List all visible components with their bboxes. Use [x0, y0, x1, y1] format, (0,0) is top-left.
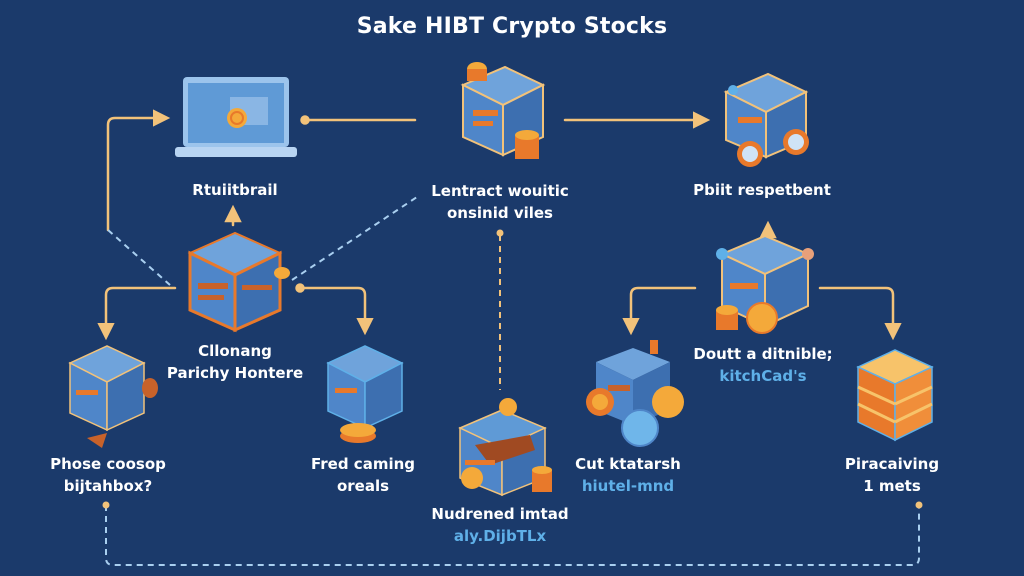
connector-dot	[496, 229, 504, 237]
node-label: Pbiit respetbent	[693, 179, 831, 201]
node-bottom-mid-right	[578, 340, 688, 450]
node-bottom-center	[450, 390, 555, 500]
connector-midleft-to-bottommidleft	[298, 286, 374, 336]
connector-left-loop-to-laptop	[106, 109, 171, 232]
node-top-right	[718, 62, 813, 172]
node-label-line: Parichy Hontere	[166, 364, 304, 382]
node-label-line: oreals	[336, 477, 390, 495]
node-bottom-left	[62, 338, 162, 448]
node-label: Cllonang Parichy Hontere	[167, 340, 303, 384]
node-laptop	[175, 75, 297, 160]
crypto-cube-coins-icon	[716, 234, 814, 334]
crypto-cube-coins-icon	[326, 345, 404, 443]
crypto-cube-treasure-icon	[458, 398, 552, 497]
node-label-line: Cut ktatarsh	[575, 455, 681, 473]
node-label: Fred caming oreals	[311, 453, 415, 497]
node-label-line: Phose coosop	[50, 455, 166, 473]
node-label-line: Fred caming	[310, 455, 416, 473]
connector-dot	[300, 115, 310, 125]
node-label-line: 1 mets	[863, 477, 921, 495]
node-sublabel: kitchCad's	[719, 367, 807, 385]
node-sublabel: hiutel-mnd	[581, 477, 675, 495]
crypto-cube-wheels-icon	[586, 340, 684, 447]
connector-midright-to-bottommidright	[622, 286, 697, 336]
node-label-line: Nudrened imtad	[431, 505, 569, 523]
node-bottom-right	[850, 342, 940, 447]
connector-dot	[295, 283, 305, 293]
node-label-line: onsinid viles	[446, 204, 553, 222]
laptop-coin-icon	[175, 77, 297, 157]
node-label-line: Doutt a ditnible;	[693, 345, 833, 363]
node-bottom-mid-left	[320, 338, 410, 448]
dashed-bottom-loop	[105, 505, 920, 566]
node-label: Nudrened imtad aly.DijbTLx	[431, 503, 568, 547]
node-label-line: bijtahbox?	[63, 477, 153, 495]
node-top-center	[455, 55, 550, 165]
dashed-center-to-midleft	[291, 194, 421, 281]
node-label-line: Piracaiving	[844, 455, 940, 473]
node-label: Phose coosop bijtahbox?	[50, 453, 166, 497]
diagram-title: Sake HIBT Crypto Stocks	[356, 14, 668, 39]
node-label-line: Rtuiitbrail	[192, 181, 278, 199]
node-mid-right	[710, 228, 820, 338]
node-label-line: Cllonang	[198, 342, 272, 360]
node-label: Doutt a ditnible; kitchCad's	[693, 343, 832, 387]
orange-stack-cube-icon	[856, 349, 934, 442]
node-label-line: Lentract wouitic	[431, 182, 569, 200]
node-label: Rtuiitbrail	[192, 179, 277, 201]
connector-midleft-to-bottomleft	[97, 286, 177, 341]
dashed-loop-left-to-center	[107, 229, 171, 286]
crypto-cube-icon	[187, 231, 290, 333]
node-label: Cut ktatarsh hiutel-mnd	[575, 453, 681, 497]
connector-dot	[102, 501, 110, 509]
node-mid-left	[180, 225, 290, 335]
crypto-cube-coins-icon	[460, 62, 546, 159]
node-label: Lentract wouitic onsinid viles	[431, 180, 569, 224]
crypto-cube-wheels-icon	[723, 72, 809, 167]
node-label: Piracaiving 1 mets	[845, 453, 939, 497]
connector-midright-to-bottomright	[818, 286, 902, 341]
node-sublabel: aly.DijbTLx	[453, 527, 547, 545]
crypto-cube-icon	[68, 345, 158, 448]
node-label-line: Pbiit respetbent	[693, 181, 831, 199]
connector-dot	[915, 501, 923, 509]
